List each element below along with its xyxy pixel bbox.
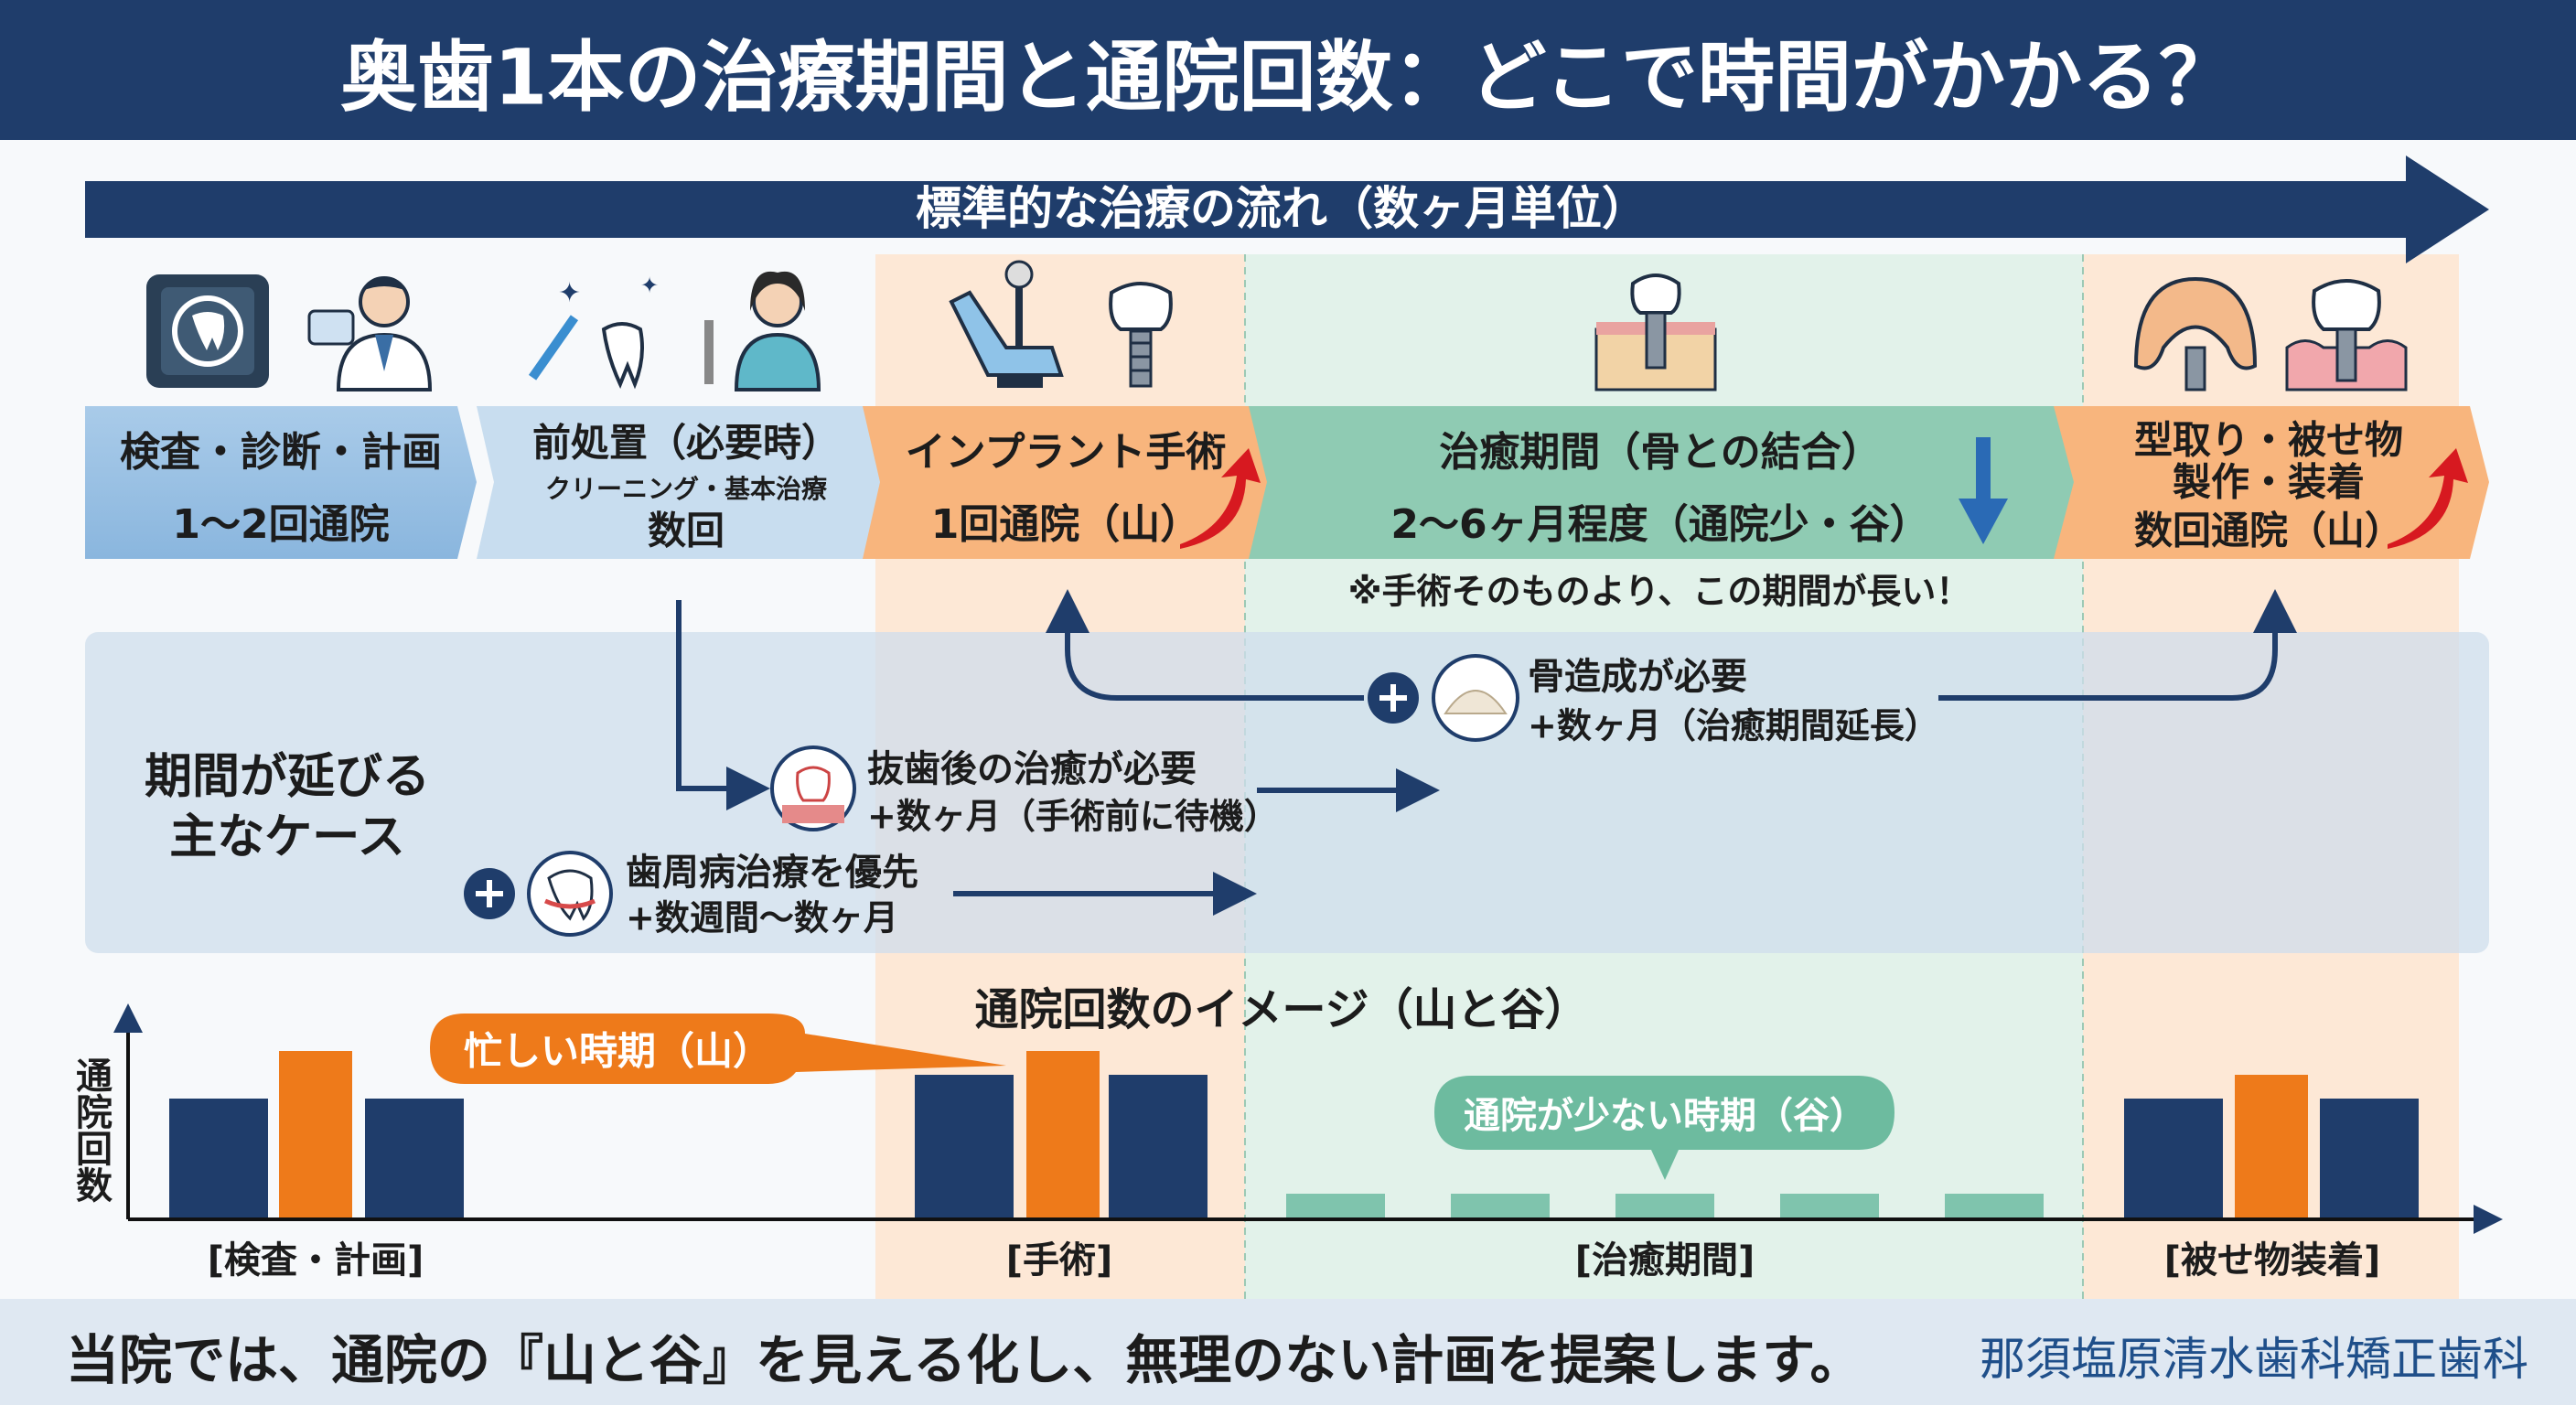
toothbrush-tooth-icon: ✦✦ xyxy=(528,273,659,390)
step-3-visits: 1回通院（山） xyxy=(930,501,1201,548)
step-5-title: 型取り・被せ物 xyxy=(2133,417,2404,463)
periodontal-tooth-icon xyxy=(527,851,613,937)
peak-arrow-icon xyxy=(1180,448,1261,549)
x-tick-label: [手術] xyxy=(1005,1239,1113,1282)
chart-bar xyxy=(365,1099,464,1217)
x-tick-label: [治癒期間] xyxy=(1574,1239,1755,1282)
plus-icon xyxy=(464,868,515,919)
bone-graft-loop-arrow xyxy=(1046,589,1364,701)
step-3-title: インプラント手術 xyxy=(905,429,1227,476)
crown-icon xyxy=(2285,279,2408,391)
svg-text:✦: ✦ xyxy=(558,277,581,309)
bone-graft-return-arrow xyxy=(1938,589,2297,701)
step-2-detail: クリーニング・基本治療 xyxy=(544,474,828,504)
x-tick-label: [被せ物装着] xyxy=(2163,1239,2381,1282)
step-4-duration: 2〜6ヶ月程度（通院少・谷） xyxy=(1390,501,1930,548)
step-1-visits: 1〜2回通院 xyxy=(172,501,390,548)
chart-bar xyxy=(1945,1194,2044,1217)
chart-bar xyxy=(2235,1075,2308,1217)
case-extraction-detail: +数ヶ月（手術前に待機） xyxy=(867,796,1279,837)
chart-bar xyxy=(1780,1194,1879,1217)
chart-bar xyxy=(1286,1194,1385,1217)
step-4-chevron xyxy=(1249,406,2087,559)
page-title: 奥歯1本の治療期間と通院回数：どこで時間がかかる？ xyxy=(340,32,2236,123)
extension-heading-2: 主なケース xyxy=(169,810,405,865)
healing-note: ※手術そのものより、この期間が長い！ xyxy=(1347,571,1971,612)
header-bar xyxy=(0,0,2576,140)
chart-bar xyxy=(279,1051,352,1217)
chart-bar xyxy=(169,1099,268,1217)
svg-text:✦: ✦ xyxy=(640,273,659,298)
step-4-title: 治癒期間（骨との結合） xyxy=(1439,429,1882,476)
extraction-icon xyxy=(770,745,856,831)
bone-implant-icon xyxy=(1594,273,1717,391)
footer-bar xyxy=(0,1299,2576,1405)
chart-bar xyxy=(2320,1099,2419,1217)
busy-callout-label: 忙しい時期（山） xyxy=(463,1028,772,1074)
bone-graft-icon xyxy=(1432,654,1519,742)
chart-bar xyxy=(1026,1051,1100,1217)
ct-scan-icon xyxy=(146,274,269,388)
case-periodontal-detail: +数週間〜数ヶ月 xyxy=(626,897,898,938)
dental-chair-icon xyxy=(949,260,1064,388)
extraction-path-arrow xyxy=(676,600,770,810)
step-2-chevron xyxy=(477,406,896,559)
quiet-callout-bubble xyxy=(1434,1076,1894,1180)
chart-bar xyxy=(915,1075,1014,1217)
step-5-visits: 数回通院（山） xyxy=(2133,508,2404,553)
doctor-icon xyxy=(307,276,433,391)
chart-bar xyxy=(2124,1099,2223,1217)
valley-arrow-icon xyxy=(1959,437,2008,544)
clinic-name: 那須塩原清水歯科矯正歯科 xyxy=(1980,1333,2528,1386)
dental-hygienist-icon xyxy=(704,271,821,391)
step-1-title: 検査・診断・計画 xyxy=(120,429,442,476)
case-extraction-title: 抜歯後の治癒が必要 xyxy=(867,748,1197,790)
plus-icon xyxy=(1368,672,1419,724)
flow-label: 標準的な治療の流れ（数ヶ月単位） xyxy=(916,182,1648,235)
flow-arrow xyxy=(85,156,2489,263)
step-5-title-2: 製作・装着 xyxy=(2172,459,2366,505)
step-2-visits: 数回 xyxy=(647,508,725,553)
dental-impression-icon xyxy=(2133,276,2258,391)
chart-bar xyxy=(1615,1194,1714,1217)
step-3-chevron xyxy=(863,406,1282,559)
implant-icon xyxy=(1109,282,1173,388)
peak-arrow-icon xyxy=(2388,448,2468,549)
step-1-chevron xyxy=(85,406,477,559)
busy-callout-bubble xyxy=(430,1014,1006,1084)
chart-title: 通院回数のイメージ（山と谷） xyxy=(974,984,1589,1035)
case-periodontal-title: 歯周病治療を優先 xyxy=(626,852,918,894)
footer-message: 当院では、通院の『山と谷』を見える化し、無理のない計画を提案します。 xyxy=(66,1329,1863,1391)
chart-bar xyxy=(1109,1075,1208,1217)
extension-heading: 期間が延びる xyxy=(144,749,431,805)
quiet-callout-label: 通院が少ない時期（谷） xyxy=(1464,1095,1866,1137)
chart-y-label: 通院回数 xyxy=(70,1056,112,1203)
case-bone-graft-title: 骨造成が必要 xyxy=(1528,656,1747,698)
case-bone-graft-detail: +数ヶ月（治癒期間延長） xyxy=(1528,705,1939,746)
step-2-title: 前処置（必要時） xyxy=(531,420,841,466)
x-tick-label: [検査・計画] xyxy=(207,1239,424,1282)
chart-bar xyxy=(1451,1194,1550,1217)
step-5-chevron xyxy=(2054,406,2489,559)
